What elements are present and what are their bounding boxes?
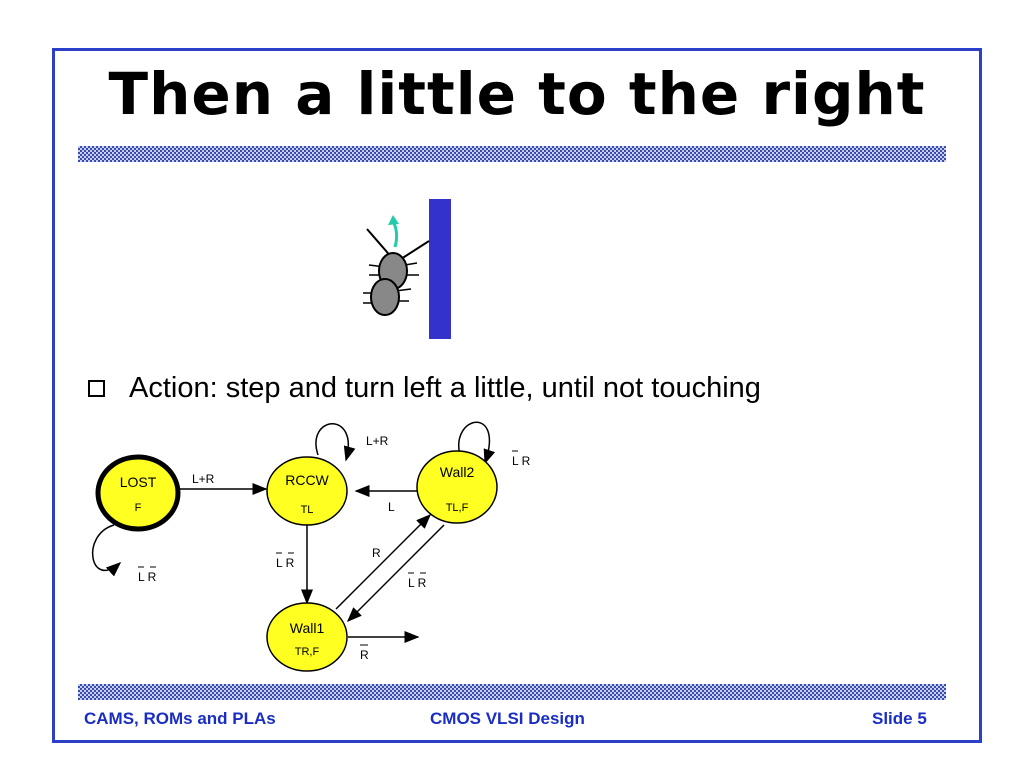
- svg-text:Wall1: Wall1: [290, 620, 325, 636]
- svg-text:L R: L R: [512, 454, 531, 468]
- svg-text:L R: L R: [138, 570, 157, 584]
- svg-text:LOST: LOST: [120, 474, 157, 490]
- label-wall1-wall2: R: [372, 546, 381, 560]
- footer-course: CAMS, ROMs and PLAs: [84, 709, 276, 728]
- svg-text:TL: TL: [301, 504, 314, 516]
- label-rccw-wall1: L R: [276, 552, 295, 570]
- footer-title: CMOS VLSI Design: [430, 709, 585, 728]
- state-rccw: RCCW TL: [266, 456, 348, 526]
- wall: [429, 199, 451, 339]
- svg-text:F: F: [135, 502, 142, 514]
- slide-title: Then a little to the right: [108, 60, 926, 128]
- label-lost-rccw: L+R: [192, 472, 215, 486]
- label-rccw-self: L+R: [366, 434, 389, 448]
- bullet-text: Action: step and turn left a little, unt…: [129, 372, 761, 404]
- top-divider: [78, 146, 946, 162]
- svg-text:RCCW: RCCW: [285, 472, 329, 488]
- bullet-box-icon: [88, 380, 105, 397]
- svg-text:L R: L R: [276, 556, 295, 570]
- bottom-divider: [78, 684, 946, 700]
- label-wall1-out: R: [360, 644, 369, 662]
- svg-text:TR,F: TR,F: [295, 646, 320, 658]
- robot-illustration: [363, 199, 451, 339]
- state-wall1: Wall1 TR,F: [266, 602, 348, 672]
- svg-text:Wall2: Wall2: [440, 464, 475, 480]
- state-wall2: Wall2 TL,F: [416, 450, 498, 524]
- label-lost-self: L R: [138, 566, 157, 584]
- label-wall2-wall1: L R: [408, 572, 427, 590]
- bullet-action: Action: step and turn left a little, unt…: [88, 372, 761, 405]
- label-wall2-self: L R: [512, 450, 531, 468]
- svg-text:L R: L R: [408, 576, 427, 590]
- svg-text:TL,F: TL,F: [446, 502, 469, 514]
- footer-slide-number: Slide 5: [872, 709, 927, 728]
- label-wall2-rccw: L: [388, 500, 395, 514]
- state-lost: LOST F: [95, 454, 181, 532]
- robot-body: [370, 278, 400, 316]
- slide-frame: [52, 48, 982, 743]
- svg-text:R: R: [360, 648, 369, 662]
- state-diagram: LOST F RCCW TL Wall2 TL,F Wall1 TR,F L R…: [91, 421, 531, 672]
